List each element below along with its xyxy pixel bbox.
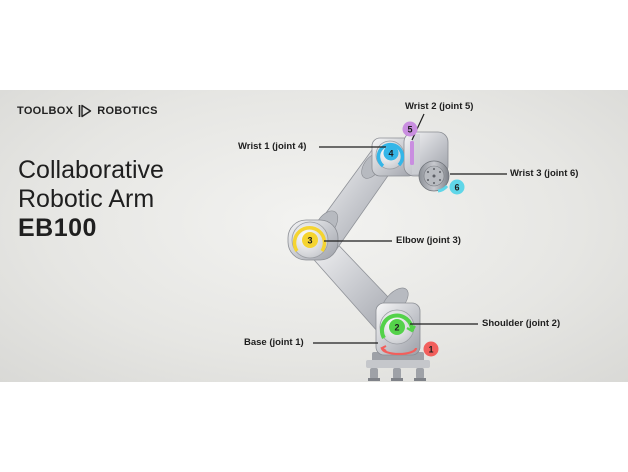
brand-logo: TOOLBOX ROBOTICS	[17, 104, 158, 118]
joint-2-badge: 2	[389, 319, 405, 335]
joint-3-number: 3	[307, 236, 312, 246]
brand-text-right: ROBOTICS	[97, 105, 158, 117]
leader-line-joint-5	[411, 113, 425, 141]
brand-text-left: TOOLBOX	[17, 105, 74, 117]
joint-3-badge: 3	[302, 232, 318, 248]
joint-2-number: 2	[394, 323, 399, 333]
joint-5-badge: 5	[402, 121, 418, 137]
label-shoulder-joint-2: Shoulder (joint 2)	[482, 318, 561, 329]
joint-6-rotation-arc	[437, 184, 449, 193]
model-name: EB100	[18, 214, 97, 242]
label-base-joint-1: Base (joint 1)	[244, 337, 304, 348]
label-wrist-2-joint-5: Wrist 2 (joint 5)	[405, 101, 474, 112]
joint-6-badge: 6	[449, 179, 465, 195]
joint-6-number: 6	[454, 183, 459, 193]
title-line-1: Collaborative	[18, 156, 164, 184]
label-elbow-joint-3: Elbow (joint 3)	[396, 235, 461, 246]
joint-1-rotation-arc	[380, 345, 418, 356]
joint-1-badge: 1	[423, 341, 439, 357]
label-wrist-1-joint-4: Wrist 1 (joint 4)	[238, 141, 307, 152]
joint-5-number: 5	[407, 125, 412, 135]
play-outline-icon	[78, 104, 92, 118]
joint-4-number: 4	[388, 149, 393, 159]
robot-base	[366, 352, 430, 381]
joint-5-rotation-line	[410, 141, 414, 165]
product-title: Collaborative Robotic Arm EB100	[18, 156, 164, 243]
joint-3-rotation-arc	[292, 226, 327, 252]
joint-1-number: 1	[428, 345, 433, 355]
joint-4-badge: 4	[383, 145, 399, 161]
label-wrist-3-joint-6: Wrist 3 (joint 6)	[510, 168, 579, 179]
joint-4-rotation-arc	[376, 142, 405, 168]
title-line-2: Robotic Arm	[18, 185, 155, 213]
